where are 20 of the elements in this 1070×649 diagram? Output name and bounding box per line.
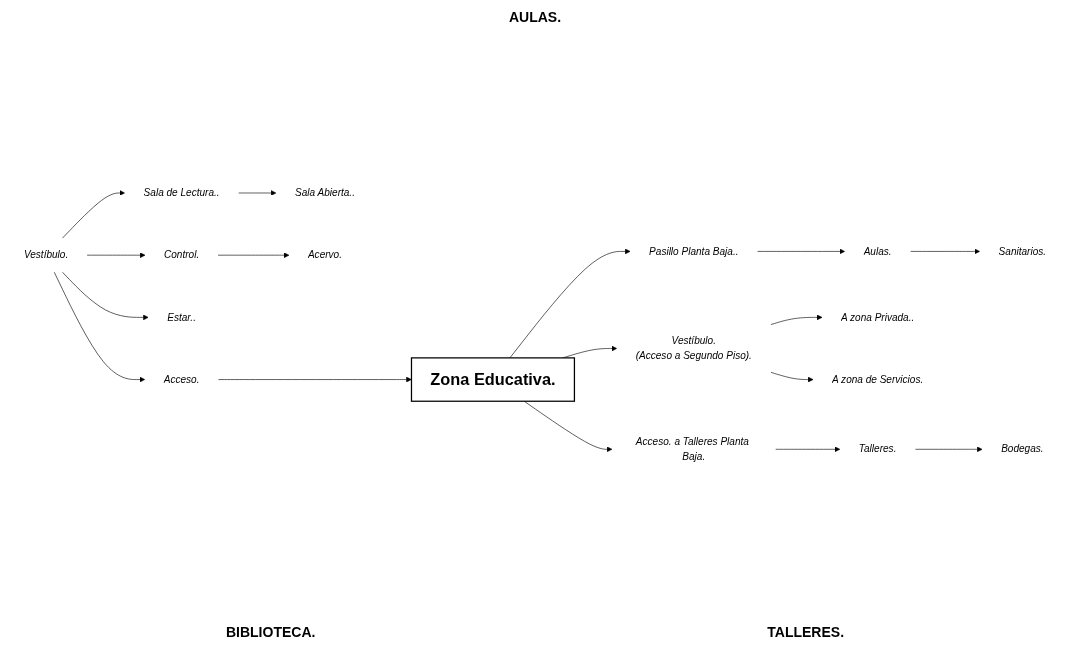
- node-text: A zona Privada..: [840, 311, 915, 322]
- section-label: TALLERES.: [767, 624, 845, 640]
- node-text: Aulas.: [863, 245, 892, 257]
- node-text: Vestíbulo. (Acceso a Segundo Piso).: [635, 334, 752, 361]
- node-text: Sala de Lectura..: [143, 186, 220, 198]
- node-text: Control.: [164, 249, 200, 260]
- node-text: Estar..: [167, 311, 196, 322]
- node-text: Sala Abierta..: [294, 186, 355, 198]
- node-text: Acceso.: [163, 373, 200, 385]
- section-label: BIBLIOTECA.: [225, 624, 316, 640]
- node-text: Vestíbulo.: [23, 249, 69, 260]
- node-text: Acceso. a Talleres Planta Baja.: [635, 435, 749, 462]
- section-label: AULAS.: [508, 9, 562, 25]
- node-text: Sanitarios.: [998, 245, 1047, 257]
- node-text: Bodegas.: [1001, 443, 1044, 454]
- node-text: Pasillo Planta Baja..: [649, 245, 739, 257]
- node-text: Acervo.: [307, 249, 342, 260]
- node-box: Zona Educativa.: [410, 356, 576, 402]
- node-text: Talleres.: [858, 443, 897, 454]
- node-text: A zona de Servicios.: [831, 373, 924, 385]
